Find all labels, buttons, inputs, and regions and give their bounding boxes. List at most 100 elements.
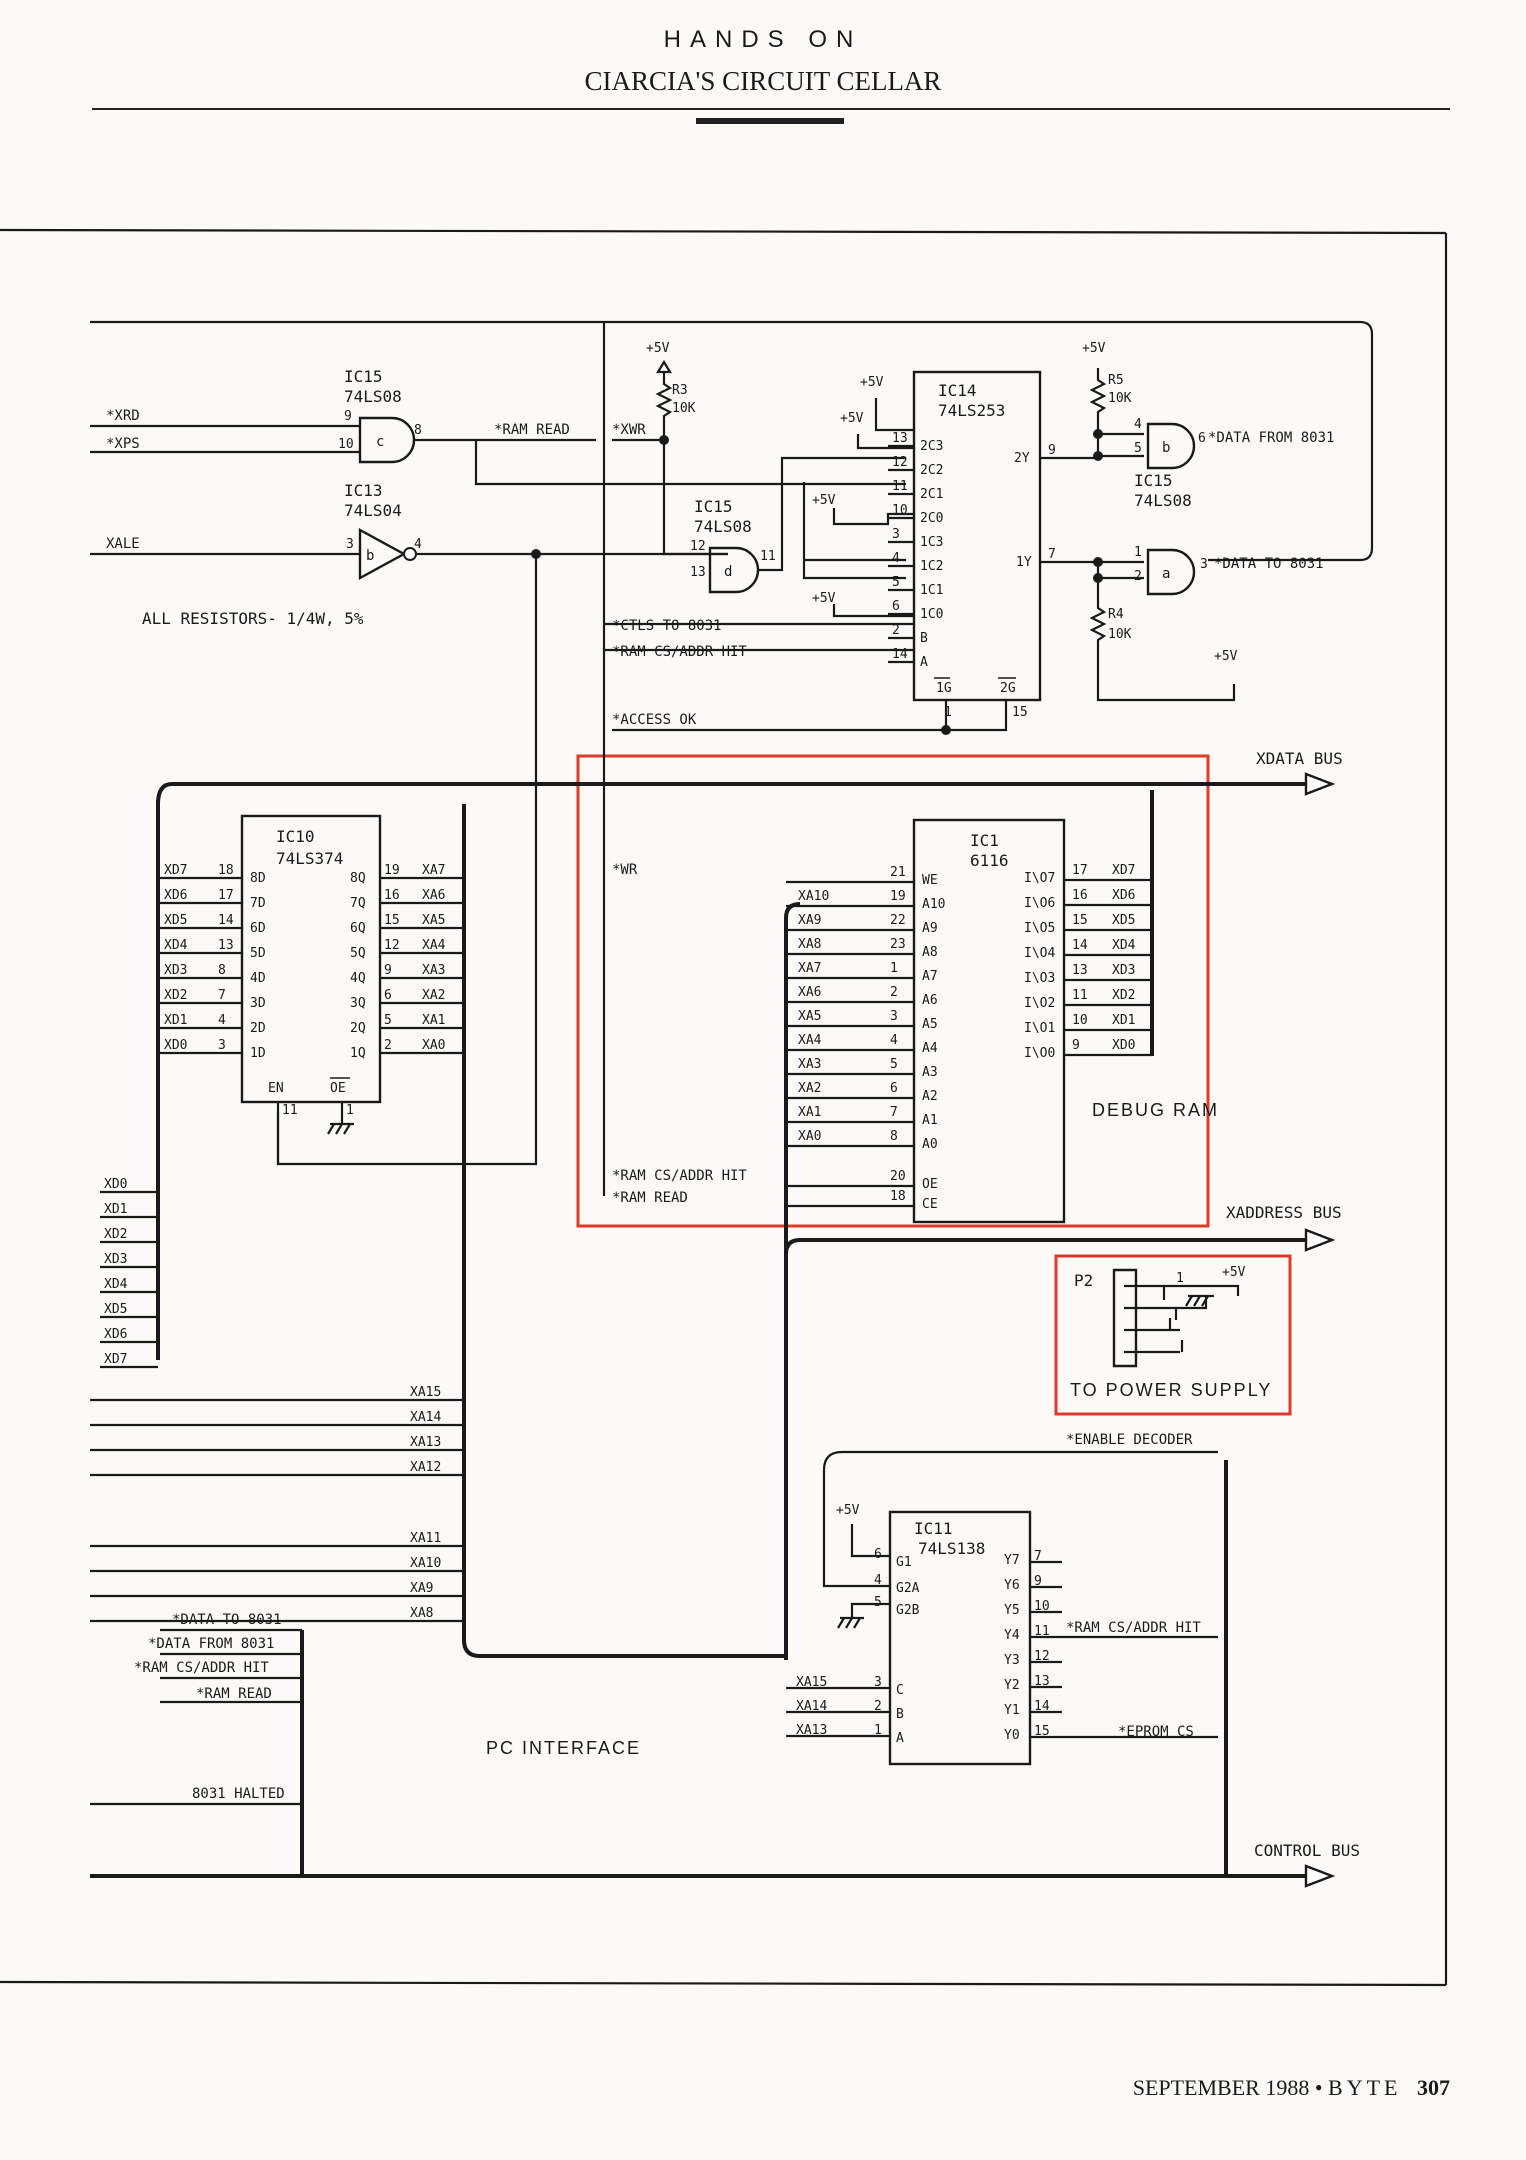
ic14-pin-8: B — [920, 631, 928, 646]
ic11-y-num-2: 10 — [1034, 1599, 1050, 1614]
ic1-num-7: 4 — [890, 1033, 898, 1048]
ic14-num-6: 5 — [892, 575, 900, 590]
pc-interface-bus — [462, 804, 786, 1658]
high-addr-label-4: XA11 — [410, 1531, 441, 1546]
ic1-num-4: 1 — [890, 961, 898, 976]
ic10-body — [240, 814, 382, 1104]
signal-ram-read-2: *RAM READ — [612, 1190, 688, 1206]
junction-ic14-g — [941, 725, 951, 735]
ic10-q-sig-7: XA0 — [422, 1038, 445, 1053]
ic14-power-wires — [832, 398, 914, 618]
ic11-y-pin-4: Y3 — [1004, 1653, 1020, 1668]
ic14-2y-num: 9 — [1048, 443, 1056, 458]
ic14-num-8: 2 — [892, 623, 900, 638]
ic1-num-3: 23 — [890, 937, 906, 952]
ic14-num-2: 11 — [892, 479, 908, 494]
ic14-2g: 2G — [1000, 681, 1016, 696]
high-addr-label-1: XA14 — [410, 1410, 441, 1425]
ic1-num-8: 5 — [890, 1057, 898, 1072]
r4-power: +5V — [1214, 649, 1238, 664]
xdata-bus-arrow — [1304, 772, 1336, 796]
ic11-y-num-3: 11 — [1034, 1624, 1050, 1639]
signal-xrd: *XRD — [106, 408, 140, 424]
ic15d-gate — [708, 546, 760, 594]
xdata-bus — [156, 782, 1306, 805]
signal-ctls: *CTLS TO 8031 — [612, 618, 722, 634]
ic10-d-pin-3: 5D — [250, 946, 266, 961]
ic1-io-num-2: 15 — [1072, 913, 1088, 928]
ic13-part: 74LS04 — [344, 501, 402, 520]
ic15c-name: IC15 — [344, 367, 383, 386]
frame-bottom — [0, 1980, 1447, 1987]
ic10-q-sig-0: XA7 — [422, 863, 445, 878]
signal-ram-cs-2: *RAM CS/ADDR HIT — [612, 1168, 747, 1184]
ic15d-wires — [758, 456, 906, 580]
ic1-pin-12: OE — [922, 1177, 938, 1192]
ic1-body — [912, 818, 1066, 1224]
ic11-y-pin-6: Y1 — [1004, 1703, 1020, 1718]
ic14-pin-2: 2C1 — [920, 487, 943, 502]
ic1-io-pin-1: I\O6 — [1024, 896, 1055, 911]
p2-pin-1: 1 — [1176, 1271, 1184, 1286]
ic10-d-num-7: 3 — [218, 1038, 226, 1053]
ic10-q-pin-1: 7Q — [350, 896, 366, 911]
ic10-d-sig-6: XD1 — [164, 1013, 187, 1028]
ic14-power-a: +5V — [860, 375, 884, 390]
ic10-d-num-0: 18 — [218, 863, 234, 878]
ic14-2g-num: 15 — [1012, 705, 1028, 720]
r3-body — [612, 372, 728, 556]
ic10-q-num-3: 12 — [384, 938, 400, 953]
ic10-q-num-2: 15 — [384, 913, 400, 928]
ic15d-name: IC15 — [694, 497, 733, 516]
ic1-pin-6: A5 — [922, 1017, 938, 1032]
ic14-pin-1: 2C2 — [920, 463, 943, 478]
r3-arrow — [656, 359, 672, 374]
signal-ram-cs: *RAM CS/ADDR HIT — [612, 644, 747, 660]
p2-ground-sym — [1185, 1294, 1214, 1307]
ic1-addr-sig-9: XA2 — [798, 1081, 821, 1096]
ic10-d-pin-2: 6D — [250, 921, 266, 936]
ic14-power-c: +5V — [812, 493, 836, 508]
ic1-pin-7: A4 — [922, 1041, 938, 1056]
ic1-pin-10: A1 — [922, 1113, 938, 1128]
ic11-name: IC11 — [914, 1519, 953, 1538]
ic10-en: EN — [268, 1081, 284, 1096]
ic11-y-pin-1: Y6 — [1004, 1578, 1020, 1593]
left-data-label-0: XD0 — [104, 1177, 127, 1192]
ic15c-pin-in2: 10 — [338, 437, 354, 452]
ic1-io-pin-3: I\O4 — [1024, 946, 1055, 961]
ic1-num-6: 3 — [890, 1009, 898, 1024]
ic10-d-num-6: 4 — [218, 1013, 226, 1028]
ic11-addr-sig-3: XA15 — [796, 1675, 827, 1690]
ic10-d-sig-2: XD5 — [164, 913, 187, 928]
section-kicker: HANDS ON — [663, 26, 863, 53]
ic1-io-num-1: 16 — [1072, 888, 1088, 903]
ic10-q-pin-7: 1Q — [350, 1046, 366, 1061]
signal-data-from: *DATA FROM 8031 — [1208, 430, 1334, 446]
ic10-d-pin-7: 1D — [250, 1046, 266, 1061]
ic1-io-num-6: 10 — [1072, 1013, 1088, 1028]
ic1-addr-bus — [784, 902, 801, 1660]
ic1-pin-5: A6 — [922, 993, 938, 1008]
pc-interface-label: PC INTERFACE — [486, 1738, 641, 1758]
ic1-addr-sig-3: XA8 — [798, 937, 821, 952]
left-control-wires — [90, 1628, 302, 1806]
ic10-d-num-3: 13 — [218, 938, 234, 953]
ic1-pin-13: CE — [922, 1197, 938, 1212]
ic1-io-sig-5: XD2 — [1112, 988, 1135, 1003]
ic1-addr-sig-7: XA4 — [798, 1033, 822, 1048]
signal-access-ok: *ACCESS OK — [612, 712, 697, 728]
ic15b-gate — [1146, 422, 1196, 470]
ic11-num-3: 3 — [874, 1675, 882, 1690]
left-data-label-5: XD5 — [104, 1302, 127, 1317]
r5-body — [1089, 368, 1107, 434]
r3-name: R3 — [672, 383, 688, 398]
ic1-io-num-7: 9 — [1072, 1038, 1080, 1053]
ic10-d-sig-5: XD2 — [164, 988, 187, 1003]
ic1-io-sig-4: XD3 — [1112, 963, 1135, 978]
ic15d-gate-letter: d — [724, 564, 732, 580]
high-addr-label-7: XA8 — [410, 1606, 433, 1621]
ic10-q-sig-5: XA2 — [422, 988, 445, 1003]
control-bus-arrow — [1304, 1864, 1336, 1888]
